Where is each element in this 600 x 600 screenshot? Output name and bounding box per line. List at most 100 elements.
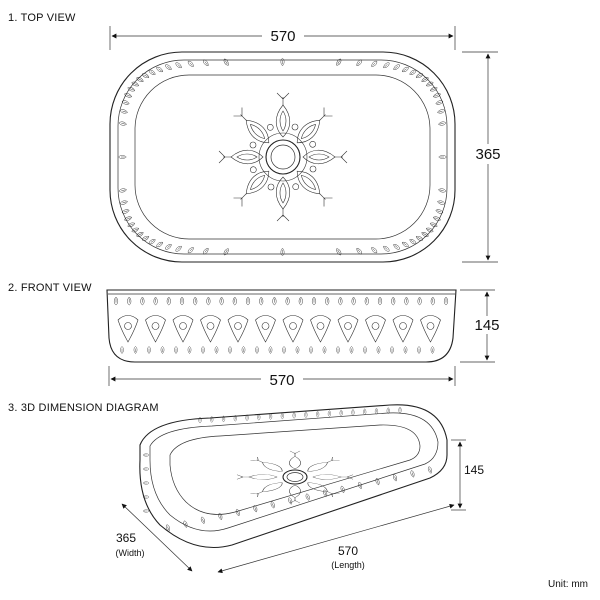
iso-mandala-arm	[289, 484, 301, 504]
front-motif	[200, 315, 221, 343]
leaf-ornament	[402, 66, 409, 73]
leaf-ornament	[438, 188, 447, 193]
leaf-ornament	[270, 501, 275, 509]
leaf-ornament	[232, 296, 237, 306]
leaf-ornament	[147, 346, 151, 354]
iso-length-caption: (Length)	[331, 560, 365, 570]
leaf-ornament	[429, 86, 438, 92]
leaf-ornament	[298, 296, 303, 306]
leaf-ornament	[417, 296, 422, 306]
leaf-ornament	[118, 155, 127, 159]
iso-mandala-arm	[289, 450, 301, 470]
iso-width-label: 365	[116, 531, 136, 545]
leaf-ornament	[142, 481, 150, 485]
leaf-ornament	[430, 346, 435, 354]
leaf-ornament	[409, 239, 417, 245]
leaf-ornament	[421, 77, 429, 82]
leaf-ornament	[233, 414, 237, 422]
leaf-ornament	[245, 414, 249, 421]
leaf-ornament	[402, 241, 409, 248]
leaf-ornament	[136, 77, 144, 82]
front-motif	[255, 315, 276, 343]
leaf-ornament	[363, 346, 367, 354]
iso-mandala-group	[236, 450, 354, 504]
iso-view-drawing: 145 365 (Width) 570 (Length)	[116, 404, 490, 574]
leaf-ornament	[316, 410, 320, 418]
leaf-ornament	[142, 509, 150, 513]
leaf-ornament	[214, 346, 219, 354]
leaf-ornament	[127, 86, 136, 92]
leaf-ornament	[124, 93, 132, 98]
front-motif	[337, 315, 359, 343]
leaf-ornament	[430, 296, 435, 306]
leaf-ornament	[351, 296, 356, 306]
iso-width-arrow	[121, 503, 193, 572]
leaf-ornament	[336, 248, 342, 256]
leaf-ornament	[210, 416, 214, 423]
leaf-ornament	[426, 81, 434, 87]
leaf-ornament	[175, 245, 182, 252]
leaf-ornament	[351, 409, 355, 416]
top-width-label: 570	[270, 28, 295, 45]
leaf-ornament	[364, 296, 369, 306]
leaf-ornament	[200, 516, 205, 524]
leaf-ornament	[339, 409, 343, 417]
leaf-ornament	[203, 248, 209, 255]
leaf-ornament	[124, 216, 132, 221]
leaf-ornament	[371, 247, 378, 254]
leaf-ornament	[255, 346, 259, 354]
top-view-title: 1. TOP VIEW	[8, 12, 76, 24]
mandala-ring	[258, 132, 308, 182]
leaf-ornament	[257, 413, 261, 421]
leaf-ornament	[193, 296, 198, 306]
leaf-ornament	[292, 412, 296, 419]
leaf-ornament	[131, 81, 139, 87]
iso-mandala-arm	[307, 482, 340, 498]
iso-mandala-arm	[250, 456, 283, 472]
leaf-ornament	[160, 346, 165, 354]
leaf-ornament	[429, 222, 438, 228]
leaf-ornament	[198, 416, 202, 424]
leaf-ornament	[305, 493, 310, 501]
leaf-ornament	[421, 232, 429, 237]
leaf-ornament	[203, 59, 209, 66]
front-pattern	[113, 296, 449, 354]
leaf-ornament	[288, 497, 293, 505]
leaf-ornament	[235, 508, 240, 517]
leaf-ornament	[438, 155, 447, 159]
leaf-ornament	[376, 346, 381, 354]
leaf-ornament	[437, 200, 445, 205]
leaf-ornament	[133, 346, 138, 354]
front-height-label: 145	[474, 317, 499, 334]
top-drain-outer	[265, 139, 301, 175]
leaf-ornament	[428, 466, 432, 474]
leaf-ornament	[223, 58, 229, 66]
leaf-ornament	[174, 346, 178, 354]
mandala-arm	[275, 92, 299, 138]
leaf-ornament	[409, 69, 417, 75]
top-drain-inner	[270, 144, 296, 170]
iso-drain	[282, 469, 308, 485]
leaf-ornament	[356, 248, 362, 255]
leaf-ornament	[175, 62, 182, 69]
front-motif	[392, 315, 414, 343]
leaf-ornament	[245, 296, 251, 306]
leaf-ornament	[187, 346, 192, 354]
iso-mandala-arm	[307, 456, 340, 472]
mandala-arm	[233, 107, 274, 144]
leaf-ornament	[415, 235, 423, 241]
leaf-ornament	[282, 346, 286, 354]
leaf-ornament	[148, 69, 156, 75]
leaf-ornament	[148, 239, 156, 245]
leaf-ornament	[259, 296, 264, 306]
top-outer-rim	[109, 51, 456, 263]
leaf-ornament	[201, 346, 205, 354]
leaf-ornament	[393, 244, 400, 250]
leaf-ornament	[285, 296, 290, 306]
front-motif	[145, 315, 166, 343]
iso-height-label: 145	[464, 463, 484, 477]
leaf-ornament	[311, 296, 317, 306]
leaf-ornament	[222, 415, 226, 423]
